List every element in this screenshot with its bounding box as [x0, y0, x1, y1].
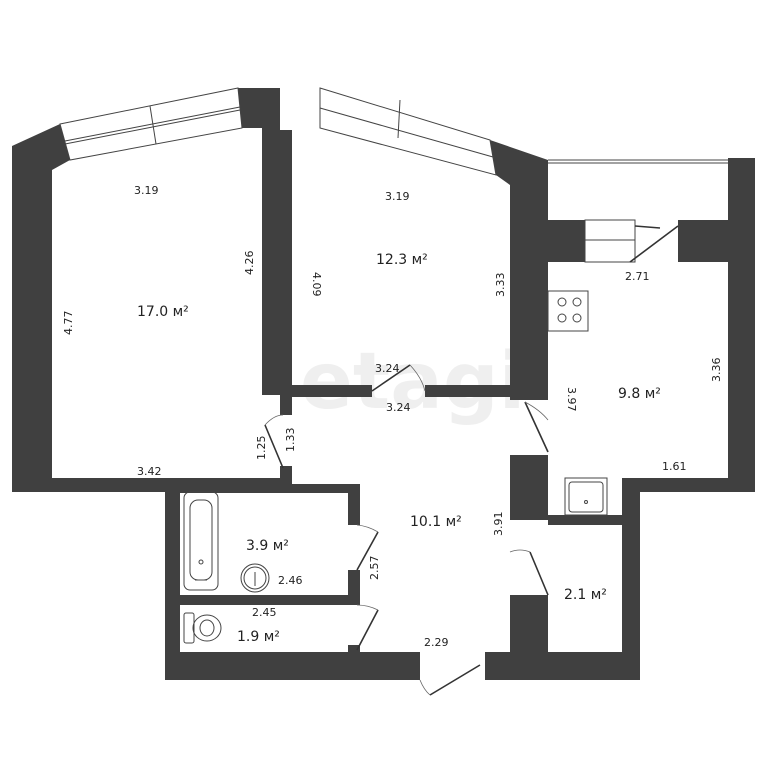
dim-hall-door-left: 1.25	[255, 436, 268, 461]
doors	[264, 225, 679, 696]
dim-hall-bottom: 2.29	[424, 636, 449, 649]
dim-kitchen-top: 2.71	[625, 270, 650, 283]
walls	[12, 88, 755, 680]
area-bathroom: 3.9 м²	[246, 538, 289, 554]
room-areas: 17.0 м² 12.3 м² 9.8 м² 10.1 м² 3.9 м² 1.…	[137, 252, 661, 645]
area-storage: 2.1 м²	[564, 587, 607, 603]
dim-mid-left: 4.09	[310, 272, 323, 297]
dim-hall-bath: 2.57	[368, 556, 381, 581]
dim-toilet-width: 2.45	[252, 606, 277, 619]
dim-bath-width: 2.46	[278, 574, 303, 587]
fixtures	[183, 290, 608, 644]
sink-icon	[564, 477, 608, 516]
washbasin-icon	[240, 563, 270, 593]
dim-mid-top: 3.19	[385, 190, 410, 203]
dim-kitchen-right: 3.36	[710, 358, 723, 383]
dimension-labels: 3.19 4.77 4.26 3.42 3.19 4.09 3.33 3.24 …	[62, 184, 723, 649]
dim-left-side: 4.77	[62, 311, 75, 336]
area-room-left: 17.0 м²	[137, 304, 189, 320]
area-toilet: 1.9 м²	[237, 629, 280, 645]
dim-hall-right: 3.91	[492, 512, 505, 537]
dim-mid-bottom: 3.24	[375, 362, 400, 375]
toilet-icon	[183, 612, 222, 644]
dim-left-bottom: 3.42	[137, 465, 162, 478]
watermark: etagi	[300, 337, 525, 427]
stove-icon	[547, 290, 589, 332]
area-hallway: 10.1 м²	[410, 514, 462, 530]
dim-left-top: 3.19	[134, 184, 159, 197]
dim-hall-left: 1.33	[284, 428, 297, 453]
dim-hall-top: 3.24	[386, 401, 411, 414]
area-room-middle: 12.3 м²	[376, 252, 428, 268]
dim-left-right: 4.26	[243, 251, 256, 276]
dim-kitchen-bottom: 1.61	[662, 460, 687, 473]
dim-kitchen-left: 3.97	[565, 387, 578, 412]
dim-mid-right: 3.33	[494, 273, 507, 298]
area-kitchen: 9.8 м²	[618, 386, 661, 402]
windows	[59, 87, 728, 263]
bathtub-icon	[183, 491, 219, 591]
